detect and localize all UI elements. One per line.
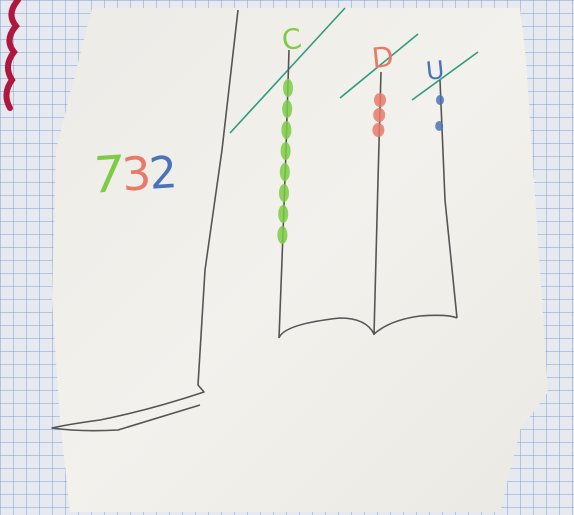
bead-c: [283, 79, 293, 97]
bead-u: [435, 121, 443, 131]
digit-tens: 3: [120, 150, 150, 198]
column-label-d: D: [371, 43, 395, 73]
number-written: 732: [90, 145, 176, 201]
digit-hundreds: 7: [90, 149, 123, 201]
bead-u: [436, 95, 444, 105]
column-label-u: U: [425, 57, 446, 84]
bead-c: [282, 100, 292, 118]
bead-d: [372, 123, 384, 137]
bead-d: [373, 108, 385, 122]
bead-c: [277, 226, 287, 244]
bead-c: [278, 205, 288, 223]
bead-d: [374, 93, 386, 107]
column-label-c: C: [280, 25, 303, 55]
bead-c: [280, 163, 290, 181]
bead-c: [281, 121, 291, 139]
digit-units: 2: [148, 151, 177, 197]
bead-c: [281, 142, 291, 160]
bead-c: [279, 184, 289, 202]
